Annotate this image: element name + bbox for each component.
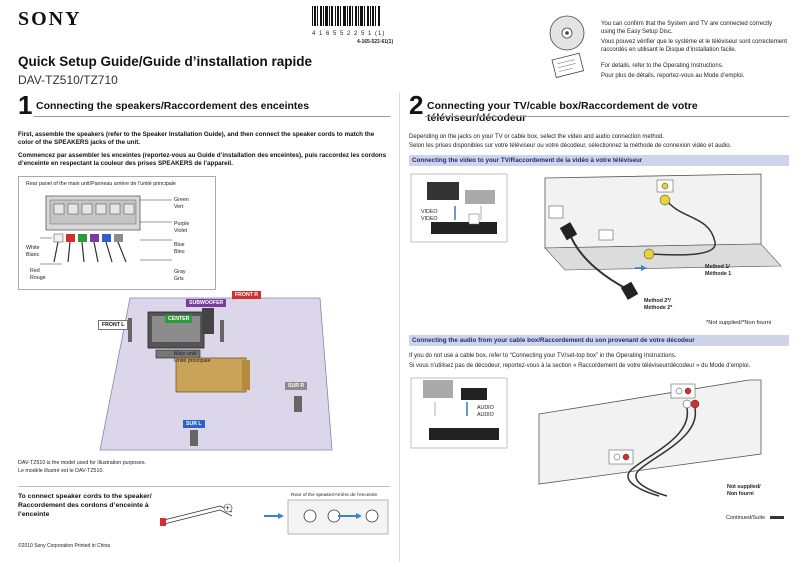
section2-intro-en: Depending on the jacks on your TV or cab… <box>409 134 665 140</box>
tag-front-r: FRONT R <box>232 291 262 299</box>
section2-number: 2 <box>409 90 424 120</box>
method1-fr: Méthode 1 <box>705 270 732 277</box>
cord-heading: To connect speaker cords to the speaker/… <box>18 493 152 518</box>
label-white-fr: Blanc <box>26 251 40 258</box>
sony-logo: SONY <box>18 8 82 30</box>
section2-header: 2 Connecting your TV/cable box/Raccordem… <box>409 90 789 124</box>
details-note-en: For details, refer to the Operating Inst… <box>601 63 724 69</box>
cord-illustration: + <box>160 490 392 541</box>
audio-diagram <box>409 374 791 509</box>
method2-en: Method 2*/ <box>644 298 671 304</box>
room-illustration <box>96 286 336 461</box>
label-blue-fr: Bleu <box>174 248 185 255</box>
section2-intro-fr: Selon les prises disponibles sur votre t… <box>409 143 732 149</box>
page-title: Quick Setup Guide/Guide d’installation r… <box>18 54 313 69</box>
not-supplied-label: Not supplied/Non fourni <box>727 484 761 497</box>
copyright: ©2010 Sony Corporation Printed in China <box>18 543 111 549</box>
model-number: DAV-TZ510/TZ710 <box>18 73 118 87</box>
method1-label: Method 1/Méthode 1 <box>705 264 731 277</box>
details-note-fr: Pour plus de détails, reportez-vous au M… <box>601 73 745 79</box>
speaker-diagram-box <box>18 176 216 290</box>
label-purple-en: Purple <box>174 221 190 227</box>
label-purple-fr: Violet <box>174 227 188 234</box>
video-diagram <box>409 170 791 325</box>
continued-text: Continued/Suite <box>726 515 766 521</box>
audio-label-fr: AUDIO <box>477 411 494 418</box>
tag-center: CENTER <box>165 315 193 323</box>
disc-note-en: You can confirm that the System and TV a… <box>601 21 773 35</box>
section1-intro-fr: Commencez par assembler les enceintes (r… <box>18 152 387 167</box>
method1-en: Method 1/ <box>705 264 730 270</box>
label-blue-en: Blue <box>174 242 185 248</box>
section1-intro-en: First, assemble the speakers (refer to t… <box>18 131 375 146</box>
section2-rule <box>425 116 789 117</box>
label-gray-fr: Gris <box>174 275 184 282</box>
column-divider <box>399 92 400 562</box>
rear-panel-illustration <box>40 190 180 275</box>
section1-header: 1 Connecting the speakers/Raccordement d… <box>18 92 390 122</box>
barcode: 4 1 6 5 5 2 2 5 1 (1) <box>312 6 392 37</box>
tag-subwoofer: SUBWOOFER <box>186 299 227 307</box>
label-red-en: Red <box>30 268 40 274</box>
not-supplied-en: Not supplied/ <box>727 484 761 490</box>
continued-label: Continued/Suite <box>726 515 784 521</box>
not-supplied-fr: Non fourni <box>727 490 754 497</box>
video-label-en: VIDEO <box>421 209 438 215</box>
method2-label: Method 2*/Méthode 2* <box>644 298 672 311</box>
barcode-graphic <box>312 6 380 26</box>
main-unit-label: Main unit/Unité principale <box>174 351 211 364</box>
label-gray-en: Gray <box>174 269 186 275</box>
rear-panel-label: Rear panel of the main unit/Panneau arri… <box>26 181 176 187</box>
disc-icon <box>548 14 588 85</box>
svg-text:+: + <box>225 505 230 512</box>
audio-label-en: AUDIO <box>477 405 494 411</box>
video-label-fr: VIDEO <box>421 215 438 222</box>
method2-fr: Méthode 2* <box>644 304 673 311</box>
cord-rule <box>18 486 390 487</box>
part-number: 4-165-522-61(1) <box>357 39 394 45</box>
section1-number: 1 <box>18 90 33 120</box>
audio-intro-en: If you do not use a cable box, refer to … <box>409 353 677 359</box>
section1-rule <box>34 116 390 117</box>
tag-sur-l: SUR L <box>183 420 205 428</box>
label-green-en: Green <box>174 197 189 203</box>
section1-title: Connecting the speakers/Raccordement des… <box>36 100 310 112</box>
main-unit-en: Main unit/ <box>174 351 197 357</box>
tag-front-l: FRONT L <box>98 320 129 330</box>
rear-speaker-label: Rear of the speaker/Arrière de l’enceint… <box>291 493 378 498</box>
continued-arrow-icon <box>769 516 784 520</box>
tag-sur-r: SUR R <box>285 382 308 390</box>
not-supplied-note: *Not supplied/*Non fourni <box>706 320 772 326</box>
barcode-number: 4 1 6 5 5 2 2 5 1 (1) <box>312 31 386 37</box>
disc-note-fr: Vous pouvez vérifier que le système et l… <box>601 39 788 53</box>
model-note-fr: Le modèle illustré est le DAV-TZ510. <box>18 468 104 474</box>
label-white-en: White <box>26 245 40 251</box>
section2-title: Connecting your TV/cable box/Raccordemen… <box>427 100 698 124</box>
main-unit-fr: Unité principale <box>174 357 211 364</box>
label-green-fr: Vert <box>174 203 184 210</box>
audio-intro-fr: Si vous n’utilisez pas de décodeur, repo… <box>409 363 751 369</box>
label-red-fr: Rouge <box>30 274 46 281</box>
audio-bar: Connecting the audio from your cable box… <box>409 335 789 346</box>
model-note-en: DAV-TZ510 is the model used for illustra… <box>18 460 146 466</box>
video-bar: Connecting the video to your TV/Raccorde… <box>409 155 789 166</box>
